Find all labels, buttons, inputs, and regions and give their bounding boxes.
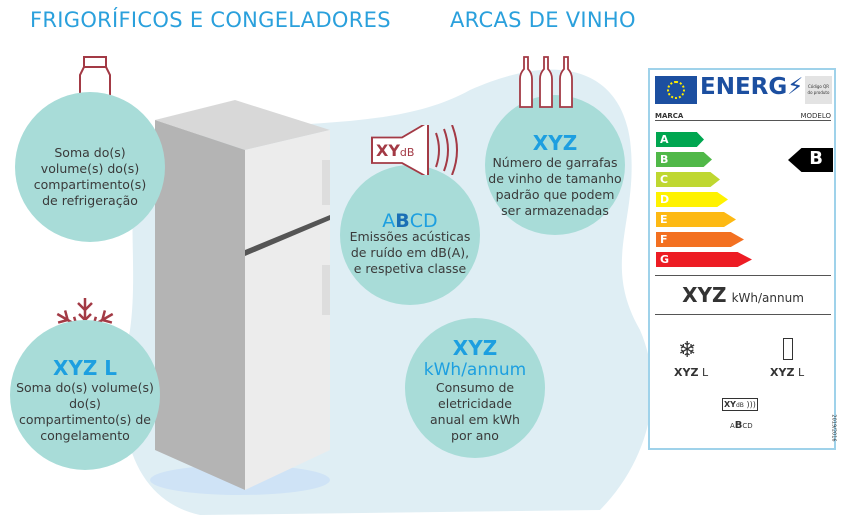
noise-text: Emissões acústicas de ruído em dB(A), e … — [349, 229, 471, 276]
regulation-number: 2019/2016 — [830, 414, 837, 442]
energy-text: Consumo de eletricidade anual em kWh por… — [430, 380, 520, 443]
energy-logo: ENERG⚡ — [700, 74, 804, 100]
label-carton-icon — [783, 338, 793, 360]
energy-class-c: C — [656, 172, 720, 187]
noise-class-scale: ABCD — [382, 210, 438, 232]
energy-class-e: E — [656, 212, 736, 227]
rating-arrow: B — [788, 148, 833, 172]
energy-class-b: B — [656, 152, 712, 167]
freezer-volume-text: Soma do(s) volume(s) do(s) compartimento… — [16, 380, 154, 443]
energy-class-f: F — [656, 232, 744, 247]
fridge-illustration — [155, 100, 330, 490]
annual-consumption: XYZ kWh/annum — [655, 275, 831, 315]
circle-energy: XYZ kWh/annum Consumo de eletricidade an… — [405, 318, 545, 458]
label-fridge-volume: XYZ L — [770, 366, 805, 379]
label-freezer-volume: XYZ L — [674, 366, 709, 379]
wine-bottles-icon — [519, 56, 573, 108]
energy-class-g: G — [656, 252, 752, 267]
eu-flag-icon — [655, 76, 697, 104]
energy-unit: kWh/annum — [423, 360, 527, 380]
label-snowflake-icon: ❄ — [678, 338, 697, 363]
energy-class-a: A — [656, 132, 704, 147]
energy-value: XYZ — [452, 336, 498, 360]
wine-value: XYZ — [532, 131, 578, 155]
fridge-volume-text: Soma do(s) volume(s) do(s) compartimento… — [33, 145, 147, 208]
qr-code-placeholder: Código QR do produto — [805, 76, 832, 104]
heading-fridges: FRIGORÍFICOS E CONGELADORES — [30, 8, 391, 32]
speaker-icon: XYdB — [370, 125, 470, 175]
circle-wine: XYZ Número de garrafas de vinho de taman… — [485, 95, 625, 235]
label-speaker-icon: XYdB ))) — [722, 398, 758, 411]
circle-noise: ABCD Emissões acústicas de ruído em dB(A… — [340, 165, 480, 305]
energy-class-d: D — [656, 192, 728, 207]
circle-freezer-volume: XYZ L Soma do(s) volume(s) do(s) compart… — [10, 320, 160, 470]
heading-wine: ARCAS DE VINHO — [450, 8, 636, 32]
label-noise-class: ABCD — [730, 420, 753, 431]
wine-text: Número de garrafas de vinho de tamanho p… — [488, 155, 622, 218]
circle-fridge-volume: Soma do(s) volume(s) do(s) compartimento… — [15, 92, 165, 242]
freezer-volume-value: XYZ L — [52, 356, 118, 380]
